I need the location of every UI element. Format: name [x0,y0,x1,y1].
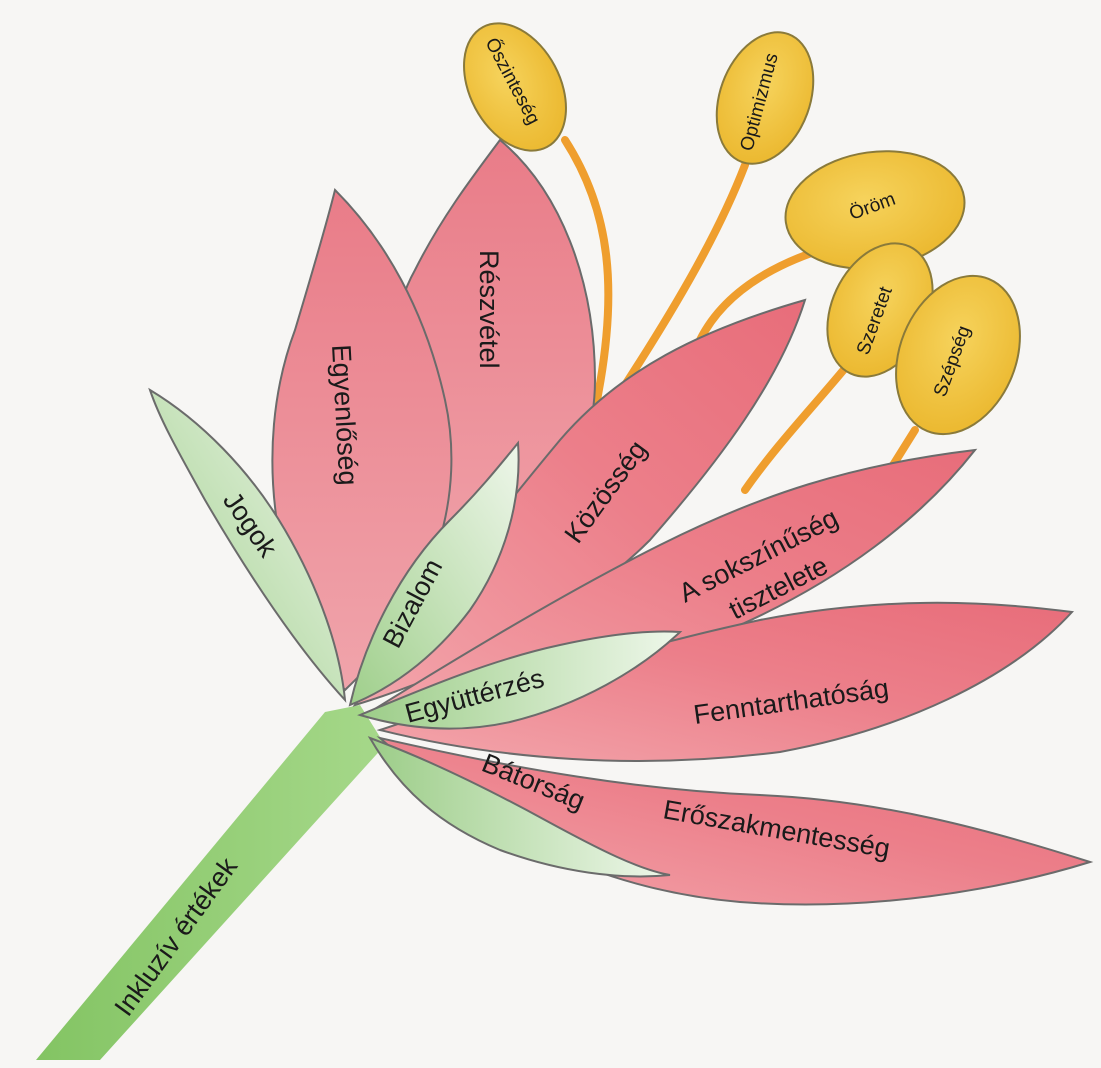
label-stem: Inkluzív értékek [109,852,244,1022]
label-reszvetel: Részvétel [474,250,504,369]
